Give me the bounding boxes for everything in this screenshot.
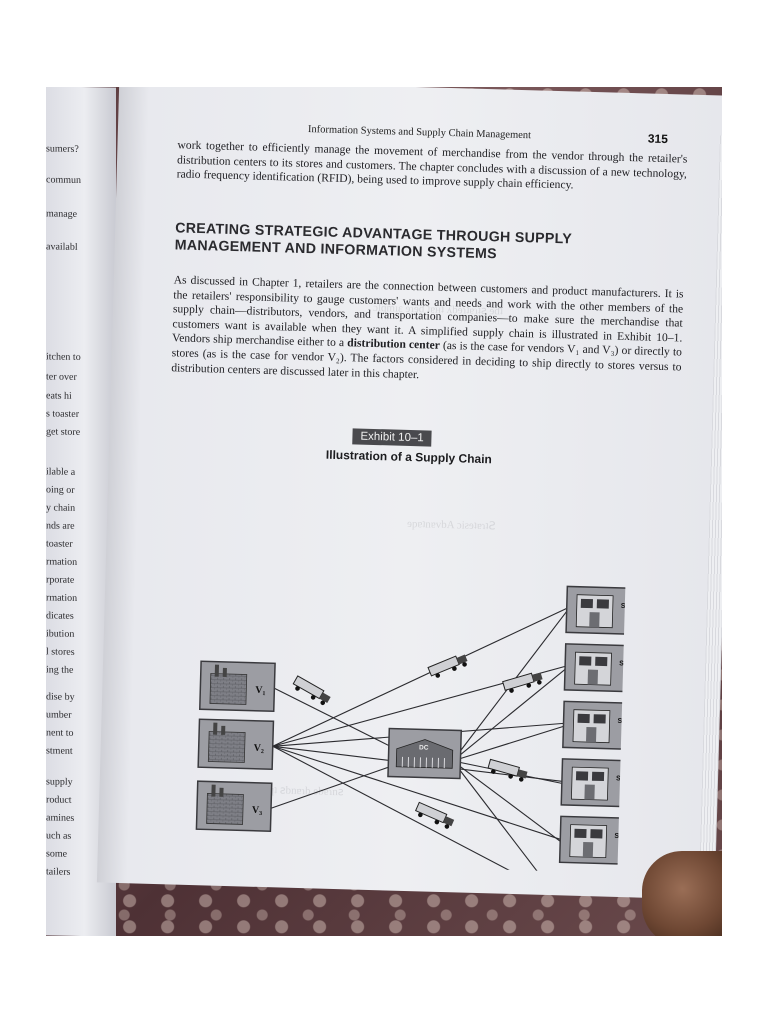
previous-page-text: roduct xyxy=(46,794,72,806)
store-label: S xyxy=(614,833,619,840)
previous-page-text: ibution xyxy=(46,628,75,640)
store: S xyxy=(560,758,629,808)
previous-page-text: rporate xyxy=(46,574,75,586)
previous-page-text: itchen to xyxy=(46,351,81,363)
previous-page-text: dise by xyxy=(46,691,75,703)
previous-page-text: l stores xyxy=(46,646,75,658)
dc-label: DC xyxy=(419,744,429,751)
section-heading: CREATING STRATEGIC ADVANTAGE THROUGH SUP… xyxy=(174,220,573,263)
previous-page-text: tailers xyxy=(46,866,71,878)
previous-page-text: get store xyxy=(46,426,81,438)
previous-page-text: umber xyxy=(46,709,72,721)
previous-page-text: commun xyxy=(46,174,81,186)
previous-page-text: toaster xyxy=(46,538,73,550)
previous-page-text: nds are xyxy=(46,520,75,532)
main-paragraph: As discussed in Chapter 1, retailers are… xyxy=(171,273,684,389)
key-term-distribution-center: distribution center xyxy=(347,336,441,353)
store: S xyxy=(562,700,629,750)
previous-page-text: s toaster xyxy=(46,408,80,420)
vendor-label: V₁ xyxy=(255,685,266,696)
previous-page-text: rmation xyxy=(46,592,78,604)
store: S xyxy=(563,643,629,693)
stores-column: SSSSSS xyxy=(558,585,629,865)
supply-chain-lines xyxy=(270,607,568,873)
vendor-label: V₃ xyxy=(252,805,263,816)
truck-icon xyxy=(292,675,331,706)
intro-paragraph: work together to efficiently manage the … xyxy=(176,138,688,192)
distribution-center: DC xyxy=(387,727,463,780)
previous-page-text: manage xyxy=(46,208,78,220)
page-number: 315 xyxy=(647,131,669,147)
previous-page-text: stment xyxy=(46,745,73,757)
previous-page-text: ter over xyxy=(46,371,77,383)
previous-page-text: rmation xyxy=(46,556,78,568)
supply-chain-diagram: V₁ V₂ V₃ DC SSSSSS xyxy=(195,585,629,873)
previous-page-text: uch as xyxy=(46,830,72,842)
vendor-v1: V₁ xyxy=(198,660,276,713)
previous-page-text: y chain xyxy=(46,502,76,514)
previous-page-text: ing the xyxy=(46,664,74,676)
truck-icon xyxy=(427,654,468,678)
previous-page-text: sumers? xyxy=(46,143,79,155)
store: S xyxy=(565,585,629,636)
book-page: ɔlqmıɛ ɘɿɘd ʇɐʜʇ ʎbɘɿʇɐɿʇꙅ ɘdʇ ɘpɐʇnɐvbA… xyxy=(96,87,722,900)
factory-icon xyxy=(207,731,246,763)
previous-page-text: amines xyxy=(46,812,75,824)
exhibit-label: Exhibit 10–1 xyxy=(352,428,432,447)
vendor-v2: V₂ xyxy=(197,718,275,771)
vendor-v3: V₃ xyxy=(195,780,273,833)
vendor-label: V₂ xyxy=(254,743,265,754)
store-label: S xyxy=(619,660,624,667)
previous-page-text: supply xyxy=(46,776,73,788)
previous-page-text: nent to xyxy=(46,727,74,739)
store-label: S xyxy=(617,718,622,725)
factory-icon xyxy=(206,793,244,825)
truck-icon xyxy=(487,758,528,782)
previous-page-text: some xyxy=(46,848,68,860)
running-head: Information Systems and Supply Chain Man… xyxy=(307,124,532,142)
store-label: S xyxy=(621,603,626,610)
previous-page-text: oing or xyxy=(46,484,75,496)
store-label: S xyxy=(616,775,621,782)
book-photo: sumers? commun manage availabl itchen to ter … xyxy=(46,87,722,936)
previous-page-text: availabl xyxy=(46,241,78,253)
thumb xyxy=(642,851,722,936)
previous-page-text: eats hi xyxy=(46,390,72,402)
factory-icon xyxy=(209,673,248,705)
store: S xyxy=(558,815,628,865)
truck-icon xyxy=(414,801,455,829)
previous-page-text: dicates xyxy=(46,610,74,622)
truck-icon xyxy=(502,672,543,693)
previous-page-text: ilable a xyxy=(46,466,76,478)
